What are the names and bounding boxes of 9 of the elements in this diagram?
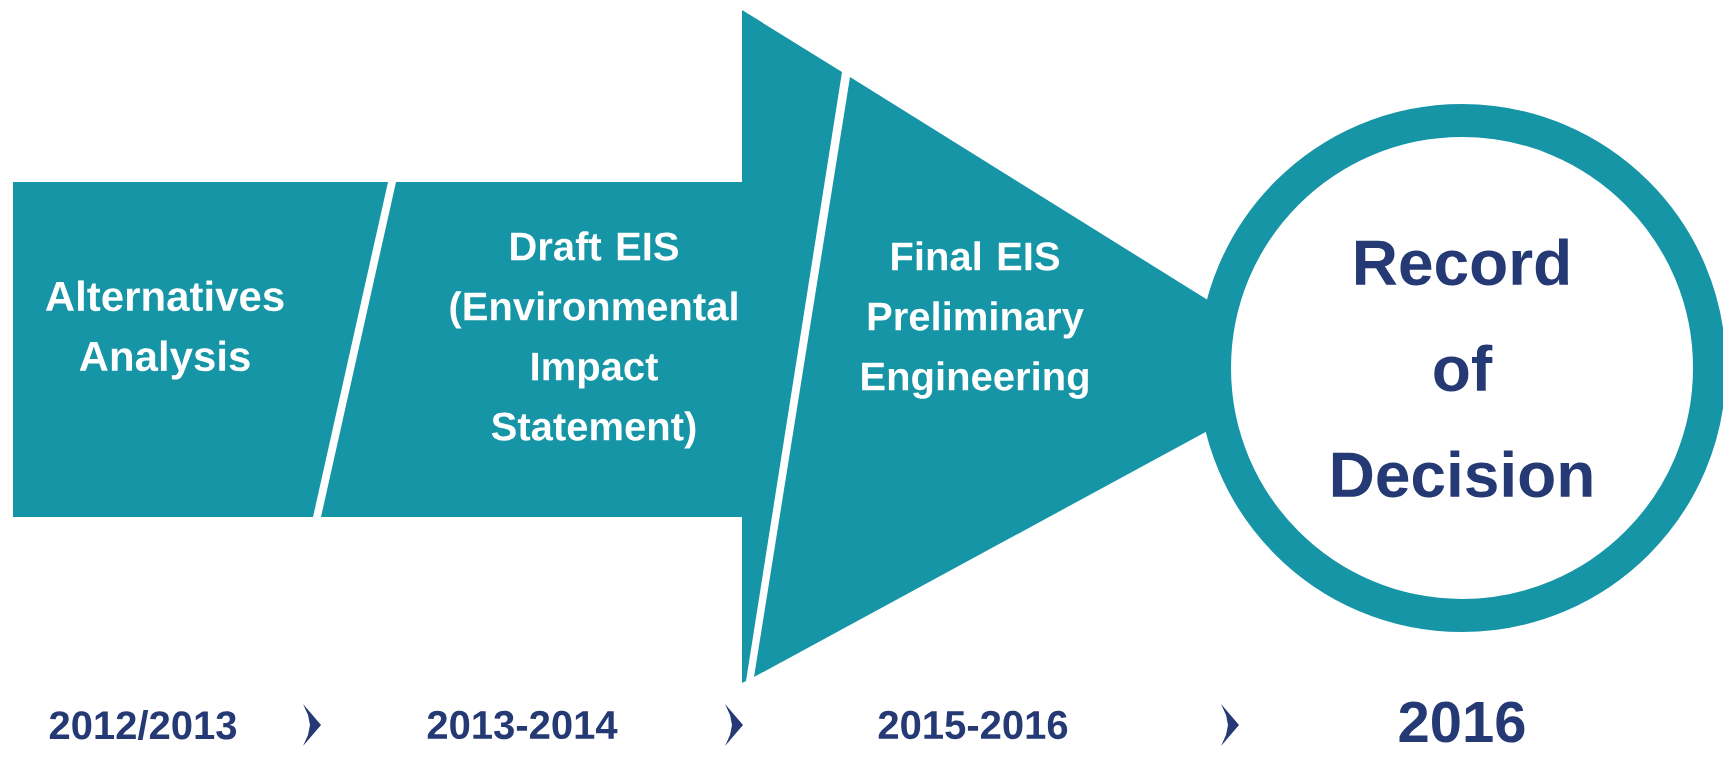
node-label: Alternatives Analysis <box>45 280 284 380</box>
node-label: Final EIS Preliminary Engineering <box>862 241 1088 399</box>
year-label: 2015-2016 <box>878 710 1068 740</box>
node-label: Draft EIS (Environmental Impact Statement) <box>450 231 737 449</box>
arrow-head-band: Final EIS Preliminary Engineering <box>754 77 1320 677</box>
node-label: Record of Decision <box>1332 238 1592 498</box>
year-label: 2016 <box>1399 701 1525 743</box>
process-band: Alternatives Analysis <box>13 182 388 517</box>
year-label: 2012/2013 <box>49 710 237 740</box>
